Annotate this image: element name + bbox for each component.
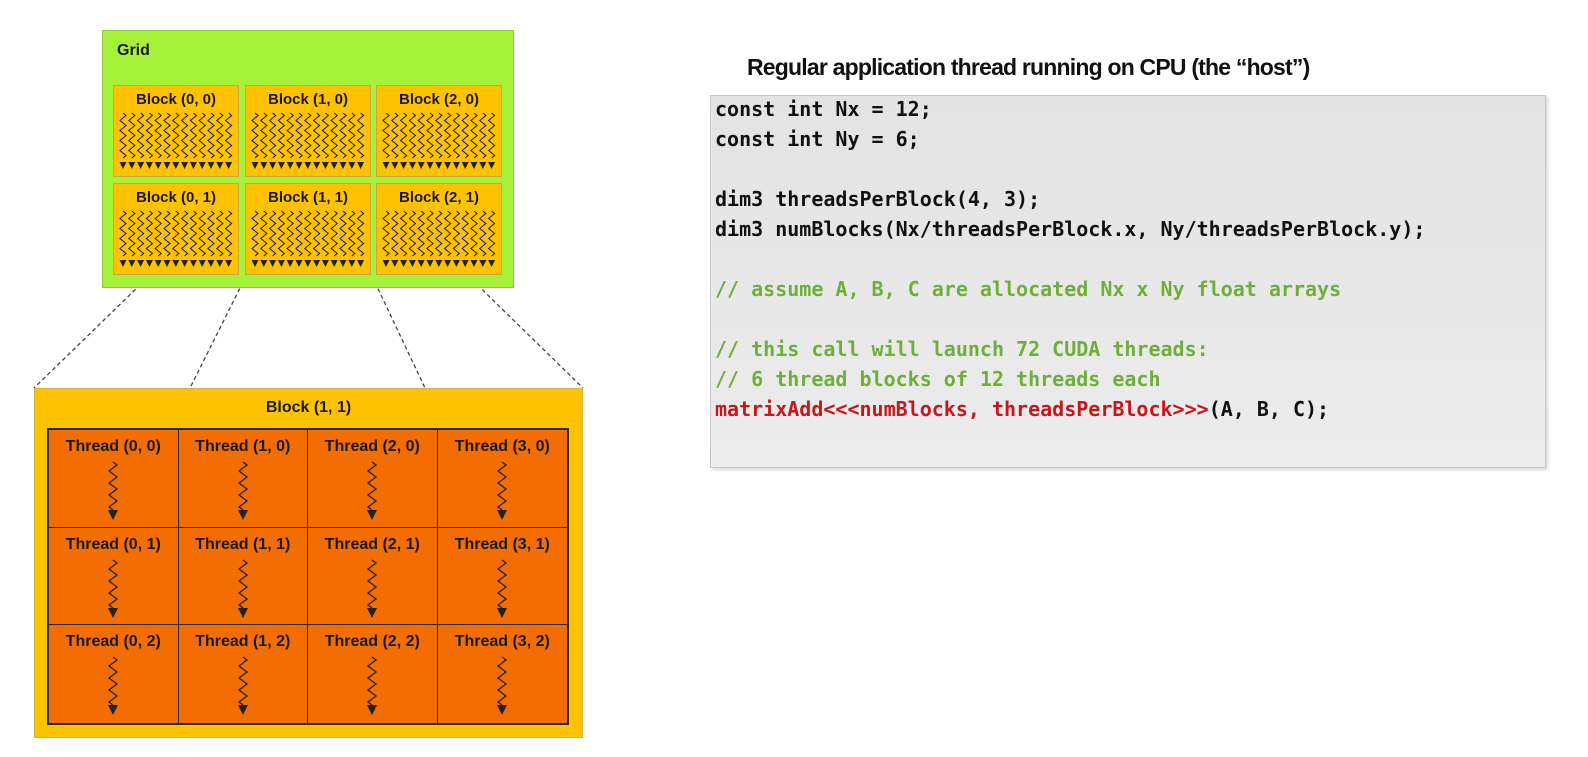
grid-block: Block (1, 0) <box>245 85 371 177</box>
thread-cell: Thread (3, 1) <box>437 528 567 627</box>
thread-cell: Thread (0, 0) <box>49 430 179 528</box>
thread-label: Thread (3, 0) <box>454 438 550 455</box>
thread-arrow-icon <box>362 655 382 724</box>
block-detail-panel: Block (1, 1) Thread (0, 0) Thread (1, 0)… <box>34 388 583 738</box>
thread-squiggles-icon <box>381 112 499 179</box>
thread-cell: Thread (3, 0) <box>437 430 567 529</box>
thread-cell: Thread (2, 2) <box>308 625 438 723</box>
thread-label: Thread (2, 0) <box>324 438 420 455</box>
thread-cell: Thread (2, 1) <box>308 527 438 627</box>
code-comment: // this call will launch 72 CUDA threads… <box>715 337 1209 361</box>
thread-label: Thread (3, 1) <box>454 535 550 553</box>
code-panel: const int Nx = 12; const int Ny = 6; dim… <box>710 95 1546 468</box>
kernel-launch-line: matrixAdd<<<numBlocks, threadsPerBlock>>… <box>715 394 1329 424</box>
block-label: Block (2, 1) <box>398 189 480 206</box>
kernel-launch-args: (A, B, C); <box>1208 397 1330 421</box>
grid-block: Block (2, 1) <box>376 183 502 275</box>
thread-label: Thread (0, 1) <box>65 535 161 553</box>
grid-block-highlighted: Block (1, 1) <box>245 183 371 275</box>
thread-squiggles-icon <box>381 210 499 277</box>
code-comment: // 6 thread blocks of 12 threads each <box>715 367 1161 391</box>
code-comment: // assume A, B, C are allocated Nx x Ny … <box>715 277 1342 301</box>
code-line: dim3 threadsPerBlock(4, 3); <box>715 187 1041 211</box>
code-line: const int Ny = 6; <box>715 127 920 151</box>
thread-arrow-icon <box>492 655 512 724</box>
grid-panel: Grid Block (0, 0) Block (1, 0) Block (2,… <box>102 30 514 288</box>
thread-label: Thread (1, 1) <box>195 535 291 553</box>
code-line: const int Nx = 12; <box>715 97 932 121</box>
thread-arrow-icon <box>233 460 253 529</box>
grid-block: Block (0, 1) <box>113 183 239 275</box>
thread-cell: Thread (0, 1) <box>49 527 179 627</box>
block-detail-title: Block (1, 1) <box>265 399 352 416</box>
code-heading: Regular application thread running on CP… <box>747 54 1310 80</box>
thread-cell: Thread (1, 0) <box>178 430 308 529</box>
thread-squiggles-icon <box>118 112 236 179</box>
thread-arrow-icon <box>492 558 512 627</box>
thread-label: Thread (3, 2) <box>454 633 550 651</box>
thread-arrow-icon <box>103 460 123 529</box>
kernel-launch-call: matrixAdd<<<numBlocks, threadsPerBlock>>… <box>715 397 1209 421</box>
thread-arrow-icon <box>233 558 253 627</box>
thread-label: Thread (2, 1) <box>324 535 420 553</box>
thread-label: Thread (0, 0) <box>65 438 161 455</box>
block-label: Block (1, 1) <box>267 189 349 206</box>
block-label: Block (2, 0) <box>398 91 480 108</box>
thread-label: Thread (1, 0) <box>195 438 291 455</box>
grid-title: Grid <box>117 42 150 59</box>
thread-cell: Thread (3, 2) <box>438 625 568 723</box>
code-line: dim3 numBlocks(Nx/threadsPerBlock.x, Ny/… <box>715 217 1426 241</box>
block-label: Block (1, 0) <box>267 91 349 108</box>
thread-arrow-icon <box>492 460 512 529</box>
thread-arrow-icon <box>362 558 382 627</box>
thread-cell: Thread (1, 2) <box>179 625 308 724</box>
grid-block: Block (0, 0) <box>113 85 239 177</box>
thread-cell: Thread (1, 1) <box>178 527 308 627</box>
thread-arrow-icon <box>103 558 123 627</box>
grid-block: Block (2, 0) <box>376 85 502 177</box>
block-label: Block (0, 1) <box>135 189 217 206</box>
thread-squiggles-icon <box>118 210 236 277</box>
thread-label: Thread (1, 2) <box>195 633 291 651</box>
thread-cell: Thread (0, 2) <box>49 625 179 723</box>
connector-line <box>189 275 247 389</box>
thread-arrow-icon <box>103 655 123 724</box>
thread-squiggles-icon <box>250 112 368 179</box>
thread-table: Thread (0, 0) Thread (1, 0) Thread (2, 0… <box>47 428 569 725</box>
thread-arrow-icon <box>362 460 382 529</box>
thread-cell: Thread (2, 0) <box>308 430 438 528</box>
connector-line <box>371 275 426 389</box>
thread-arrow-icon <box>233 655 253 724</box>
thread-label: Thread (2, 2) <box>324 633 420 651</box>
thread-squiggles-icon <box>250 210 368 277</box>
block-label: Block (0, 0) <box>135 91 217 108</box>
thread-label: Thread (0, 2) <box>65 633 161 651</box>
